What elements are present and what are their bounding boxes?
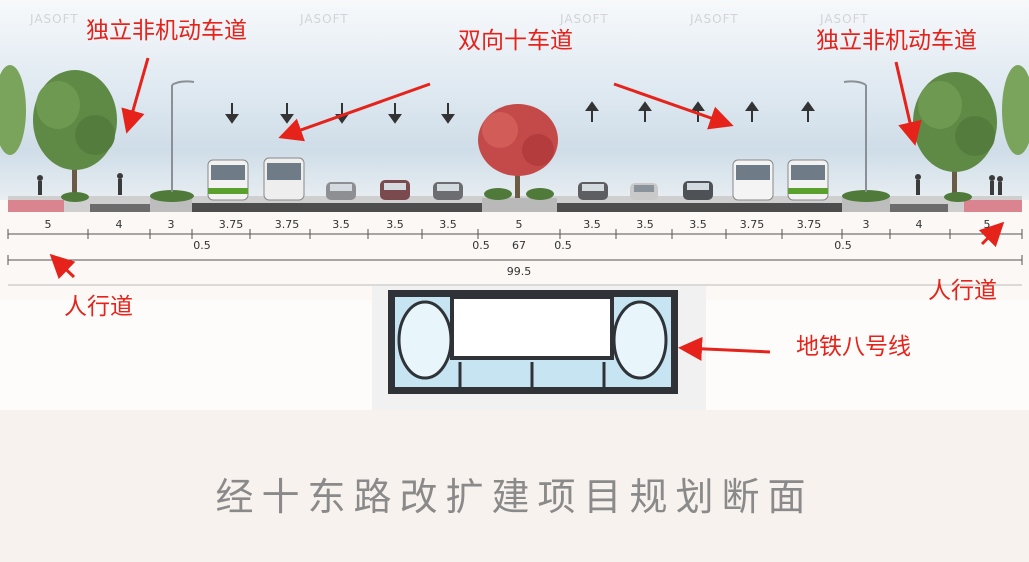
arrow-right-sidewalk	[978, 221, 1005, 248]
annotation-arrows	[49, 57, 1005, 361]
dim-median: 5	[515, 218, 523, 231]
car	[683, 181, 713, 200]
dim-lane: 3.5	[386, 218, 404, 231]
arrow-left-sidewalk	[49, 253, 76, 280]
watermark: JASOFT	[300, 12, 349, 26]
left-sidewalk-surface	[8, 200, 64, 212]
label-left-sidewalk: 人行道	[64, 294, 133, 320]
dim-green-strip-left: 3	[167, 218, 175, 231]
arrow-subway	[678, 336, 771, 361]
bus-left-2	[263, 157, 305, 201]
bus-right-2	[787, 159, 829, 201]
figure-caption: 经十东路改扩建项目规划断面	[215, 475, 814, 519]
dim-lane: 3.5	[689, 218, 707, 231]
left-edge-tree	[0, 65, 26, 155]
watermark: JASOFT	[820, 12, 869, 26]
median-tree	[478, 104, 558, 198]
bus-right-1	[732, 159, 774, 201]
right-street-lamp	[843, 80, 867, 192]
dim-sidewalk-right: 5	[983, 218, 991, 231]
pedestrians	[37, 173, 1003, 195]
dim-gap-left-outer: 0.5	[193, 239, 211, 252]
car	[326, 182, 356, 200]
left-bike-lane-surface	[90, 204, 150, 212]
watermark: JASOFT	[30, 12, 79, 26]
dim-lane: 3.5	[636, 218, 654, 231]
car	[380, 180, 410, 200]
label-right-bike-lane: 独立非机动车道	[816, 28, 977, 54]
label-right-sidewalk: 人行道	[928, 278, 997, 304]
right-tree	[913, 72, 997, 200]
eastbound-carriageway	[557, 203, 842, 212]
label-left-bike-lane: 独立非机动车道	[86, 18, 247, 44]
dim-carriageway-total: 67	[512, 239, 526, 252]
label-traffic-lanes: 双向十车道	[458, 28, 573, 54]
shrubs	[61, 188, 972, 202]
dim-lane: 3.5	[332, 218, 350, 231]
dim-green-strip-right: 3	[862, 218, 870, 231]
left-street-lamp	[171, 80, 195, 192]
dim-gap-left-median: 0.5	[472, 239, 490, 252]
watermark: JASOFT	[690, 12, 739, 26]
dim-lane: 3.75	[739, 218, 765, 231]
car	[578, 182, 608, 200]
watermark: JASOFT	[560, 12, 609, 26]
arrow-right-lanes	[613, 82, 734, 130]
arrow-right-bike-lane	[894, 61, 922, 146]
arrow-left-bike-lane	[121, 57, 150, 134]
dim-lane: 3.5	[583, 218, 601, 231]
dim-lane: 3.75	[218, 218, 244, 231]
dimension-lines	[7, 229, 1023, 265]
right-sidewalk-surface	[964, 200, 1022, 212]
dim-sidewalk-left: 5	[44, 218, 52, 231]
westbound-carriageway	[192, 203, 482, 212]
left-tree	[33, 70, 117, 200]
dim-bike-lane-right: 4	[915, 218, 923, 231]
dim-lane: 3.75	[274, 218, 300, 231]
central-median	[482, 198, 557, 212]
car	[433, 182, 463, 200]
caption-background	[0, 410, 1029, 562]
label-subway: 地铁八号线	[796, 334, 911, 360]
bus-left-1	[207, 159, 249, 201]
right-edge-tree	[1002, 65, 1029, 155]
ground-profile	[8, 196, 1022, 212]
dim-lane: 3.5	[439, 218, 457, 231]
dim-gap-right-median: 0.5	[554, 239, 572, 252]
right-bike-lane-surface	[890, 204, 948, 212]
dim-bike-lane-left: 4	[115, 218, 123, 231]
dim-overall-total: 99.5	[506, 265, 532, 278]
dim-gap-right-outer: 0.5	[834, 239, 852, 252]
dim-lane: 3.75	[796, 218, 822, 231]
direction-arrows	[225, 101, 815, 124]
arrow-left-lanes	[278, 82, 431, 142]
car	[630, 183, 658, 200]
subway-tunnel	[372, 286, 706, 410]
